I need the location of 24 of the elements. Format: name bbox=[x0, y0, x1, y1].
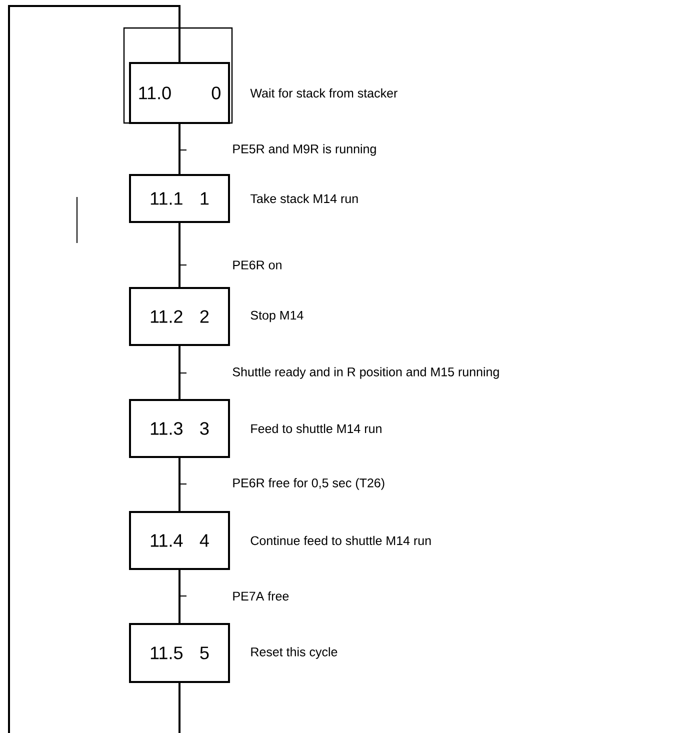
action-text: Feed to shuttle M14 run bbox=[251, 424, 382, 434]
connector-line bbox=[178, 124, 180, 174]
action-text: Stop M14 bbox=[250, 310, 304, 322]
connector-line bbox=[8, 4, 180, 733]
transition-label: PE6R on bbox=[233, 260, 282, 270]
step-box: 11.1 1 bbox=[129, 174, 230, 223]
action-text: Continue feed to shuttle M14 run bbox=[250, 536, 431, 546]
connector-line bbox=[178, 458, 180, 511]
action-text: Wait for stack from stacker bbox=[250, 88, 398, 98]
connector-line bbox=[178, 683, 180, 733]
step-box: 11.5 5 bbox=[129, 623, 230, 683]
transition-label: PE6R free for 0,5 sec (T26) bbox=[233, 478, 384, 490]
transition-label: Shuttle ready and in R position and M15 running bbox=[232, 367, 499, 379]
step-box: 11.4 4 bbox=[129, 511, 230, 570]
action-text: Reset this cycle bbox=[251, 647, 338, 659]
step-box: 11.2 2 bbox=[129, 287, 230, 346]
connector-line bbox=[178, 346, 180, 399]
transition-label: PE7A free bbox=[233, 591, 289, 601]
connector-line bbox=[178, 570, 180, 623]
step-box: 11.3 3 bbox=[129, 399, 230, 458]
action-text: Take stack M14 run bbox=[250, 194, 358, 204]
transition-label: PE5R and M9R is running bbox=[233, 144, 376, 156]
initial-step-box: 11.0 0 bbox=[123, 27, 233, 124]
connector-line bbox=[178, 223, 180, 287]
